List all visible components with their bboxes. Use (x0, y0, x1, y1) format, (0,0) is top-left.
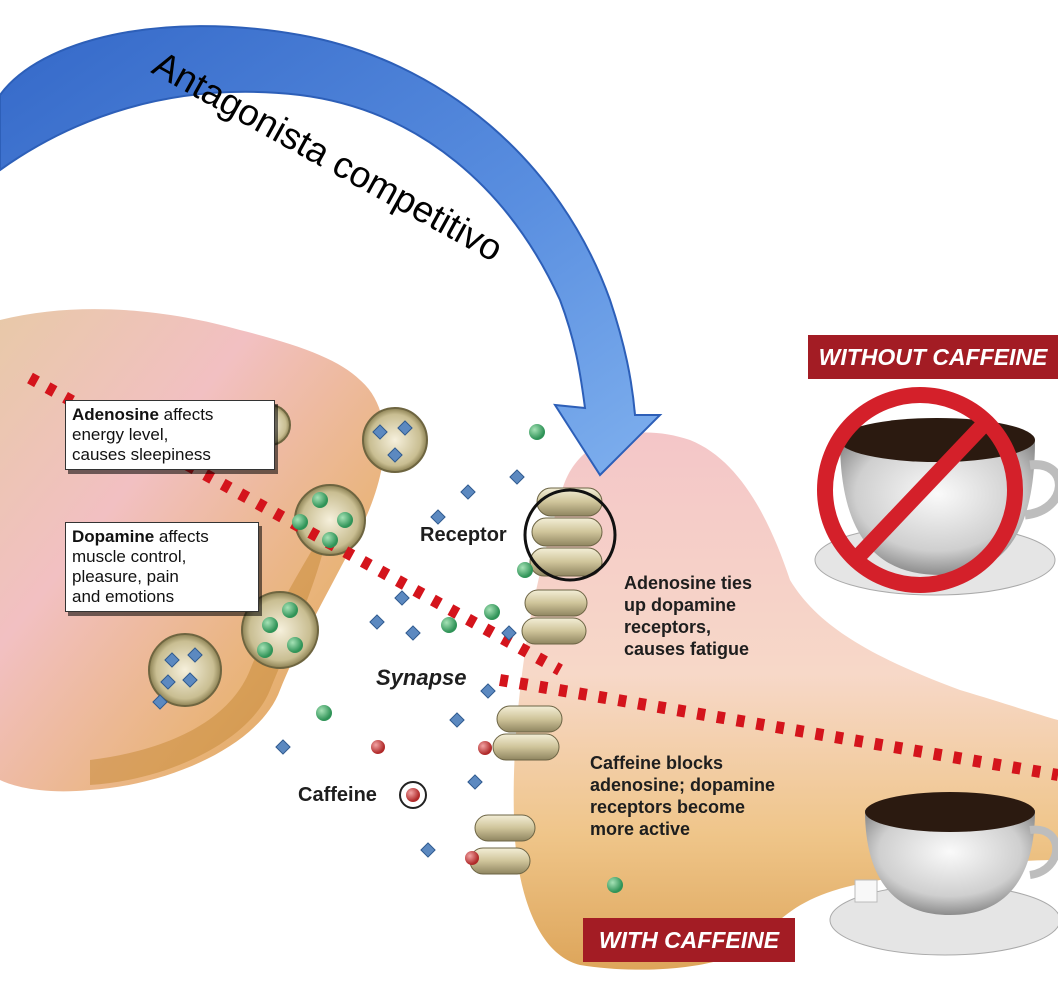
sugar-cube (855, 880, 877, 902)
adenosine-molecule (450, 713, 464, 727)
receptor-3a (497, 706, 562, 732)
dopamine-molecule (484, 604, 500, 620)
dopamine-molecule (322, 532, 338, 548)
dopamine-molecule (282, 602, 298, 618)
dopamine-line3: pleasure, pain (72, 567, 252, 587)
adenosine-molecule (276, 740, 290, 754)
receptor-1b (532, 518, 602, 546)
without-caption-line-2: up dopamine (624, 594, 752, 616)
with-caffeine-banner: WITH CAFFEINE (583, 918, 795, 962)
dopamine-molecule (257, 642, 273, 658)
dopamine-molecule (337, 512, 353, 528)
synapse-label: Synapse (376, 665, 467, 691)
receptor-2a (525, 590, 587, 616)
without-caffeine-caption: Adenosine ties up dopamine receptors, ca… (624, 572, 752, 660)
receptor-4b (470, 848, 530, 874)
dopamine-line1: affects (159, 527, 209, 546)
receptor-1c (530, 548, 602, 576)
dopamine-molecule (262, 617, 278, 633)
adenosine-info-box: Adenosine affects energy level, causes s… (65, 400, 275, 470)
dopamine-molecule (287, 637, 303, 653)
dopamine-molecule (316, 705, 332, 721)
dopamine-molecule (529, 424, 545, 440)
dopamine-molecule (607, 877, 623, 893)
with-caption-line-2: adenosine; dopamine (590, 774, 775, 796)
adenosine-molecule (395, 591, 409, 605)
adenosine-line1: affects (164, 405, 214, 424)
with-caffeine-caption: Caffeine blocks adenosine; dopamine rece… (590, 752, 775, 840)
adenosine-term: Adenosine (72, 405, 159, 424)
adenosine-molecule (431, 510, 445, 524)
adenosine-molecule (461, 485, 475, 499)
dopamine-info-box: Dopamine affects muscle control, pleasur… (65, 522, 259, 612)
dopamine-molecule (441, 617, 457, 633)
dopamine-line2: muscle control, (72, 547, 252, 567)
receptor-1a (537, 488, 602, 516)
adenosine-molecule (370, 615, 384, 629)
with-caption-line-1: Caffeine blocks (590, 752, 775, 774)
caffeine-molecule (465, 851, 479, 865)
adenosine-molecule (510, 470, 524, 484)
without-caffeine-banner: WITHOUT CAFFEINE (808, 335, 1058, 379)
adenosine-molecule (468, 775, 482, 789)
adenosine-molecule (421, 843, 435, 857)
receptor-label: Receptor (420, 524, 507, 547)
adenosine-molecule (406, 626, 420, 640)
caffeine-molecule (371, 740, 385, 754)
dopamine-molecule (517, 562, 533, 578)
adenosine-line2: energy level, (72, 425, 268, 445)
dopamine-molecule (312, 492, 328, 508)
receptor-2b (522, 618, 586, 644)
with-caption-line-4: more active (590, 818, 775, 840)
receptor-4a (475, 815, 535, 841)
without-caption-line-4: causes fatigue (624, 638, 752, 660)
without-caption-line-3: receptors, (624, 616, 752, 638)
dopamine-molecule (292, 514, 308, 530)
cup-coffee-bottom (865, 792, 1035, 832)
adenosine-molecule (481, 684, 495, 698)
caffeine-molecule (478, 741, 492, 755)
caffeine-label: Caffeine (298, 784, 377, 807)
adenosine-line3: causes sleepiness (72, 445, 268, 465)
with-caption-line-3: receptors become (590, 796, 775, 818)
dopamine-line4: and emotions (72, 587, 252, 607)
receptor-3b (493, 734, 559, 760)
caffeine-legend-dot (406, 788, 420, 802)
without-caption-line-1: Adenosine ties (624, 572, 752, 594)
dopamine-term: Dopamine (72, 527, 154, 546)
without-caffeine-illustration (815, 395, 1058, 595)
